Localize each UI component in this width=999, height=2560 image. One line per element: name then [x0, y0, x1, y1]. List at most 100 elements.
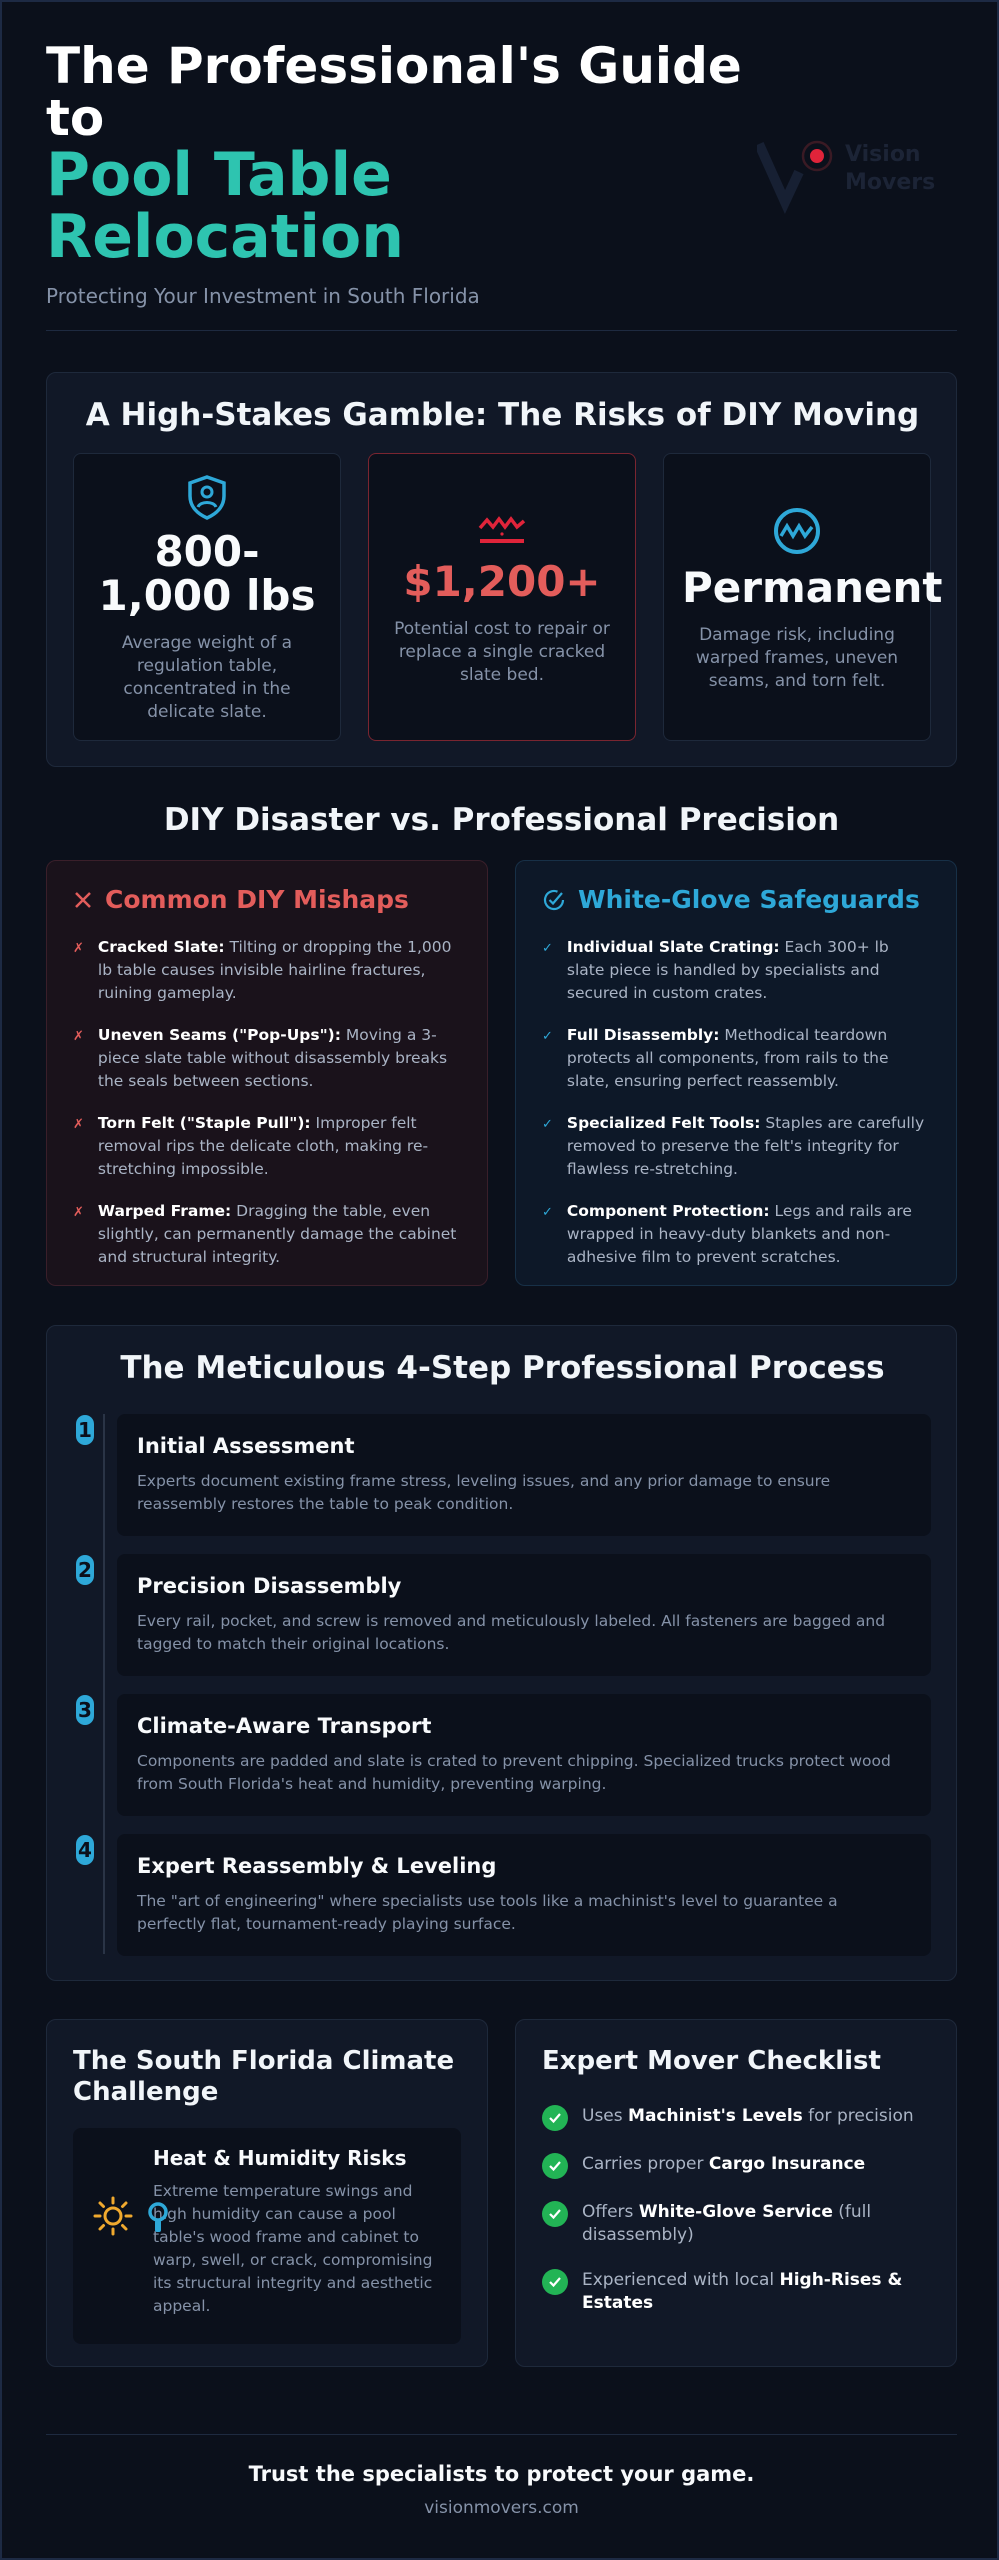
footer-url-link[interactable]: visionmovers.com	[424, 2498, 579, 2518]
item-text: Tilting or dropping the 1,000 lb table c…	[97, 938, 452, 1002]
warp-icon	[774, 508, 820, 554]
stat-card-weight: 800-1,000 lbs Average weight of a regula…	[73, 453, 341, 741]
check-icon: ✓	[542, 941, 553, 956]
step-title: Expert Reassembly & Leveling	[137, 1854, 497, 1878]
title-accent-2: Relocation	[46, 202, 404, 272]
cross-icon: ✗	[73, 1029, 84, 1044]
item-label: Specialized Felt Tools:	[566, 1114, 761, 1132]
risks-section: A High-Stakes Gamble: The Risks of DIY M…	[46, 372, 957, 767]
header-divider	[46, 330, 957, 331]
compare-title: DIY Disaster vs. Professional Precision	[163, 802, 840, 838]
item-pre: Carries proper	[582, 2154, 709, 2174]
item-bold: White-Glove Service	[638, 2202, 833, 2222]
item-pre: Uses	[582, 2106, 629, 2126]
list-item: ✗ Torn Felt ("Staple Pull"): Improper fel…	[73, 1112, 461, 1181]
item-bold: Machinist's Levels	[628, 2106, 803, 2126]
step-number-2: 2	[76, 1555, 94, 1585]
diy-mishaps-panel: Common DIY Mishaps ✗ Cracked Slate: Tilti…	[46, 860, 488, 1286]
item-bold: High-Rises & Estates	[582, 2270, 903, 2313]
logo-mark-icon	[754, 140, 833, 215]
step-title: Precision Disassembly	[137, 1574, 402, 1598]
company-logo: Vision Movers	[754, 138, 957, 218]
check-icon: ✓	[542, 1205, 553, 1220]
checklist-items: Uses Machinist's Levels for precision Ca…	[542, 2105, 930, 2315]
climate-section: The South Florida Climate Challenge	[46, 2019, 488, 2367]
checklist-item: Uses Machinist's Levels for precision	[542, 2105, 930, 2131]
checklist-item: Offers White-Glove Service (full disasse…	[542, 2201, 930, 2247]
water-drop-icon	[148, 2202, 168, 2232]
logo-text-2: Movers	[845, 170, 936, 195]
item-bold: Cargo Insurance	[708, 2154, 866, 2174]
checklist-section: Expert Mover Checklist Uses Machinist's …	[515, 2019, 957, 2367]
item-text: Moving a 3-piece slate table without dis…	[97, 1026, 448, 1090]
item-pre: Offers	[582, 2202, 639, 2222]
item-text: Legs and rails are wrapped in heavy-duty…	[566, 1202, 912, 1266]
footer-divider	[46, 2434, 957, 2435]
step-card-3: Climate-Aware Transport Components are p…	[117, 1694, 931, 1816]
step-card-2: Precision Disassembly Every rail, pocket…	[117, 1554, 931, 1676]
climate-icons	[93, 2196, 178, 2240]
item-text: Each 300+ lb slate piece is handled by s…	[566, 938, 889, 1002]
diy-mishaps-heading-text: Common DIY Mishaps	[105, 885, 409, 914]
stat-card-cost: $1,200+ Potential cost to repair or repl…	[368, 453, 636, 741]
cross-icon: ✗	[73, 1117, 84, 1132]
heat-humidity-title: Heat & Humidity Risks	[153, 2146, 407, 2170]
item-pre: Experienced with local	[582, 2270, 780, 2290]
list-item: ✗Warped Frame: Dragging the table, even …	[73, 1200, 461, 1269]
process-section: The Meticulous 4-Step Professional Proce…	[46, 1325, 957, 1981]
stat-desc-weight: Average weight of a regulation table, co…	[121, 633, 293, 722]
check-badge-icon	[542, 2269, 568, 2295]
process-title: The Meticulous 4-Step Professional Proce…	[120, 1350, 885, 1386]
list-item: ✗ Uneven Seams ("Pop-Ups"): Moving a 3-pi…	[73, 1024, 461, 1093]
item-label: Uneven Seams ("Pop-Ups"):	[97, 1026, 341, 1044]
stat-value-permanent: Permanent	[682, 563, 943, 612]
user-shield-icon	[188, 475, 226, 520]
item-label: Component Protection:	[566, 1202, 770, 1220]
stat-value-cost: $1,200+	[403, 557, 601, 606]
step-card-1: Initial Assessment Experts document exis…	[117, 1414, 931, 1536]
checklist-item: Carries proper Cargo Insurance	[542, 2153, 930, 2179]
step-title: Initial Assessment	[137, 1434, 355, 1458]
logo-text-1: Vision	[845, 142, 921, 167]
sun-icon	[93, 2196, 133, 2236]
step-desc: The "art of engineering" where specialis…	[137, 1892, 838, 1933]
step-number-4: 4	[76, 1835, 94, 1865]
safeguards-heading: White-Glove Safeguards	[542, 885, 930, 914]
check-icon: ✓	[542, 1029, 553, 1044]
check-circle-icon	[543, 889, 565, 910]
safeguards-list: ✓ Individual Slate Crating: Each 300+ lb …	[542, 936, 930, 1269]
item-post: (full disassembly)	[582, 2202, 872, 2245]
step-desc: Every rail, pocket, and screw is removed…	[137, 1612, 886, 1653]
cross-icon: ✗	[73, 941, 84, 956]
stat-desc-cost: Potential cost to repair or replace a si…	[394, 619, 610, 685]
close-icon	[75, 891, 91, 908]
step-title: Climate-Aware Transport	[137, 1714, 432, 1738]
title-line-1: The Professional's Guide	[46, 37, 742, 95]
step-number-1: 1	[76, 1415, 94, 1445]
checklist-title: Expert Mover Checklist	[542, 2046, 881, 2076]
safeguards-heading-text: White-Glove Safeguards	[578, 885, 920, 914]
stat-value-weight: 800-1,000 lbs	[98, 527, 316, 620]
diy-mishaps-list: ✗ Cracked Slate: Tilting or dropping the …	[73, 936, 461, 1269]
list-item: ✓Full Disassembly: Methodical teardown p…	[542, 1024, 930, 1093]
climate-title: The South Florida Climate Challenge	[73, 2046, 455, 2107]
item-text: Methodical teardown protects all compone…	[566, 1026, 889, 1090]
title-accent-1: Pool Table	[46, 140, 392, 210]
cracked-slab-icon	[478, 516, 526, 543]
heat-humidity-desc: Extreme temperature swings and high humi…	[153, 2182, 433, 2315]
step-card-4: Expert Reassembly & Leveling The "art of…	[117, 1834, 931, 1956]
item-text: Staples are carefully removed to preserv…	[566, 1114, 925, 1178]
title-line-2: to	[46, 89, 105, 147]
item-text: Improper felt removal rips the delicate …	[97, 1114, 429, 1178]
list-item: ✓ Individual Slate Crating: Each 300+ lb …	[542, 936, 930, 1005]
item-label: Individual Slate Crating:	[566, 938, 780, 956]
item-label: Torn Felt ("Staple Pull"):	[97, 1114, 311, 1132]
item-label: Cracked Slate:	[97, 938, 225, 956]
safeguards-panel: White-Glove Safeguards ✓ Individual Slate…	[515, 860, 957, 1286]
stat-card-permanent: Permanent Damage risk, including warped …	[663, 453, 943, 741]
list-item: ✓ Component Protection: Legs and rails ar…	[542, 1200, 930, 1269]
check-badge-icon	[542, 2105, 568, 2131]
process-timeline	[103, 1414, 105, 1954]
diy-mishaps-heading: Common DIY Mishaps	[73, 885, 461, 914]
item-text: Dragging the table, even slightly, can p…	[97, 1202, 457, 1266]
